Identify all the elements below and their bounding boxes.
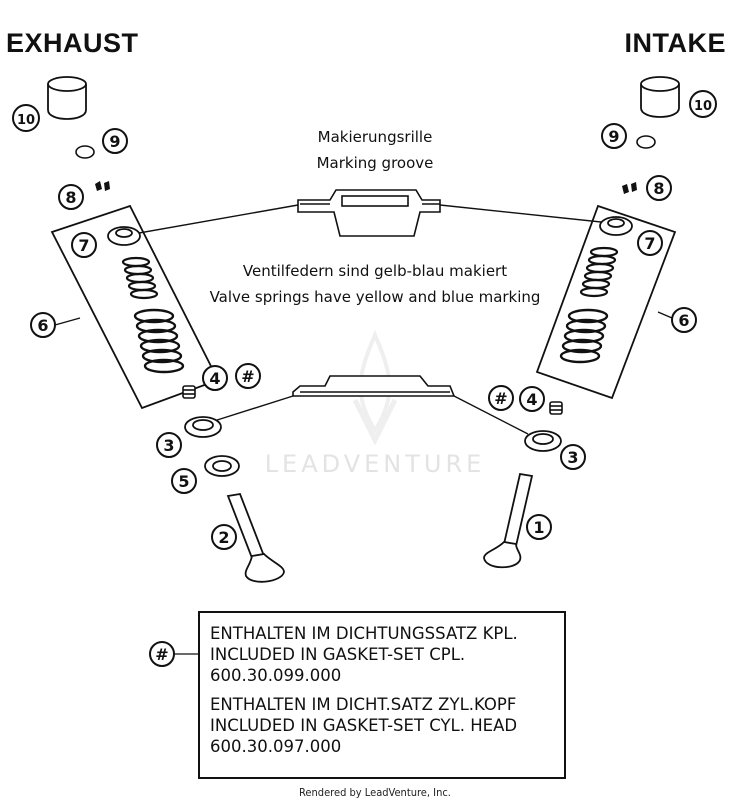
intake-spring-kit-box bbox=[535, 204, 677, 400]
callout-8-exhaust bbox=[58, 184, 84, 210]
intake-title: INTAKE bbox=[624, 28, 726, 58]
legend-line-a1: ENTHALTEN IM DICHTUNGSSATZ KPL. bbox=[210, 624, 518, 643]
callout-3-intake bbox=[560, 444, 586, 470]
callout-label-8-intake: 8 bbox=[653, 179, 664, 198]
callout-9-intake bbox=[601, 123, 627, 149]
legend-line-b1: ENTHALTEN IM DICHT.SATZ ZYL.KOPF bbox=[210, 695, 517, 714]
callout-7-intake bbox=[637, 230, 663, 256]
callout-label-hash-exhaust: # bbox=[241, 367, 254, 386]
callout-label-6-exhaust: 6 bbox=[37, 316, 48, 335]
legend-line-a3: 600.30.099.000 bbox=[210, 666, 342, 685]
intake-stem-seal bbox=[549, 401, 563, 415]
callout-label-10-exhaust: 10 bbox=[17, 113, 35, 128]
callout-label-3-intake: 3 bbox=[567, 448, 578, 467]
intake-cotters bbox=[622, 182, 637, 194]
springs-note-de: Ventilfedern sind gelb-blau makiert bbox=[242, 262, 508, 280]
lower-template bbox=[292, 375, 456, 397]
legend-line-b3: 600.30.097.000 bbox=[210, 737, 342, 756]
callout-3-exhaust bbox=[156, 432, 182, 458]
callout-5-exhaust bbox=[171, 468, 197, 494]
footer-credit: Rendered by LeadVenture, Inc. bbox=[299, 786, 451, 799]
exhaust-tappet bbox=[47, 76, 87, 120]
callout-label-7-exhaust: 7 bbox=[78, 236, 89, 255]
callout-label-hash-legend: # bbox=[155, 645, 168, 664]
exhaust-title: EXHAUST bbox=[6, 28, 139, 58]
callout-label-1-intake: 1 bbox=[533, 518, 544, 537]
callout-label-2-exhaust: 2 bbox=[218, 528, 229, 547]
exhaust-stem-seal bbox=[182, 385, 196, 399]
watermark: LEADVENTURE bbox=[264, 450, 486, 478]
callout-hash-exhaust bbox=[235, 363, 261, 389]
intake-valve bbox=[483, 472, 534, 569]
callout-9-exhaust bbox=[102, 128, 128, 154]
exhaust-outer-spring bbox=[133, 308, 185, 374]
callout-label-7-intake: 7 bbox=[644, 234, 655, 253]
callout-label-9-exhaust: 9 bbox=[109, 132, 120, 151]
callout-6-intake bbox=[671, 307, 697, 333]
callout-4-exhaust bbox=[202, 365, 228, 391]
callout-label-4-exhaust: 4 bbox=[209, 369, 220, 388]
callout-hash-intake bbox=[488, 385, 514, 411]
marking-groove-de: Makierungsrille bbox=[317, 128, 433, 146]
intake-spring-seat bbox=[524, 430, 562, 452]
callout-label-6-intake: 6 bbox=[678, 311, 689, 330]
callout-4-intake bbox=[519, 386, 545, 412]
exhaust-retainer bbox=[107, 226, 141, 246]
exhaust-valve bbox=[226, 492, 285, 583]
callout-10-intake bbox=[689, 90, 717, 118]
legend-line-a2: INCLUDED IN GASKET-SET CPL. bbox=[210, 645, 466, 664]
callout-label-4-intake: 4 bbox=[526, 390, 537, 409]
exhaust-washer bbox=[204, 455, 240, 477]
legend-line-b2: INCLUDED IN GASKET-SET CYL. HEAD bbox=[210, 716, 518, 735]
marking-groove-template bbox=[297, 189, 441, 237]
callout-label-5-exhaust: 5 bbox=[178, 472, 189, 491]
exhaust-shim bbox=[75, 145, 95, 159]
exhaust-inner-spring bbox=[121, 256, 159, 300]
callout-label-10-intake: 10 bbox=[694, 99, 712, 114]
intake-outer-spring bbox=[559, 308, 609, 364]
intake-shim bbox=[636, 135, 656, 149]
exhaust-cotters bbox=[95, 181, 110, 191]
intake-tappet bbox=[640, 76, 680, 118]
gasket-set-legend: ENTHALTEN IM DICHTUNGSSATZ KPL. INCLUDED… bbox=[198, 611, 566, 779]
exhaust-spring-seat bbox=[184, 416, 222, 438]
springs-note-en: Valve springs have yellow and blue marki… bbox=[209, 288, 541, 306]
callout-label-3-exhaust: 3 bbox=[163, 436, 174, 455]
intake-retainer bbox=[599, 216, 633, 236]
callout-label-8-exhaust: 8 bbox=[65, 188, 76, 207]
callout-7-exhaust bbox=[71, 232, 97, 258]
callout-label-9-intake: 9 bbox=[608, 127, 619, 146]
intake-inner-spring bbox=[579, 246, 619, 298]
marking-groove-en: Marking groove bbox=[316, 154, 434, 172]
callout-label-hash-intake: # bbox=[494, 389, 507, 408]
callout-8-intake bbox=[646, 175, 672, 201]
callout-1-intake bbox=[526, 514, 552, 540]
callout-2-exhaust bbox=[211, 524, 237, 550]
watermark-logo bbox=[352, 329, 398, 446]
callout-10-exhaust bbox=[12, 104, 40, 132]
